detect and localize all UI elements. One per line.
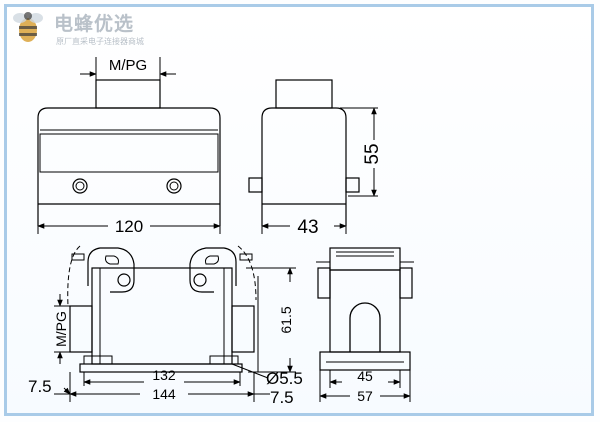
housing-side-view [316,247,414,371]
hood-front-view [37,79,221,226]
dim-depth-side: 43 [297,217,318,238]
hood-side-view [248,79,360,226]
dim-overall-width-side: 57 [357,388,373,404]
dim-height-front: 61.5 [278,306,294,333]
image-frame [4,4,594,416]
dim-inner-width-side: 45 [357,368,373,384]
dim-cable-entry-front: M/PG [53,311,69,347]
dim-mount-spacing: 132 [152,367,176,383]
dim-cable-entry-top: M/PG [109,57,147,74]
dim-height-side: 55 [362,143,383,164]
dim-width-top: 120 [115,217,143,236]
dim-hole-diameter: Ø5.5 [266,369,303,388]
brand-slogan: 原厂直采电子连接器商城 [56,37,144,46]
dim-overall-width: 144 [152,386,176,402]
dim-right-offset: 7.5 [270,388,294,407]
housing-front-view [67,245,257,373]
brand-name: 电蜂优选 [54,13,135,35]
bee-logo-icon [13,12,43,42]
dim-left-offset: 7.5 [28,377,52,396]
